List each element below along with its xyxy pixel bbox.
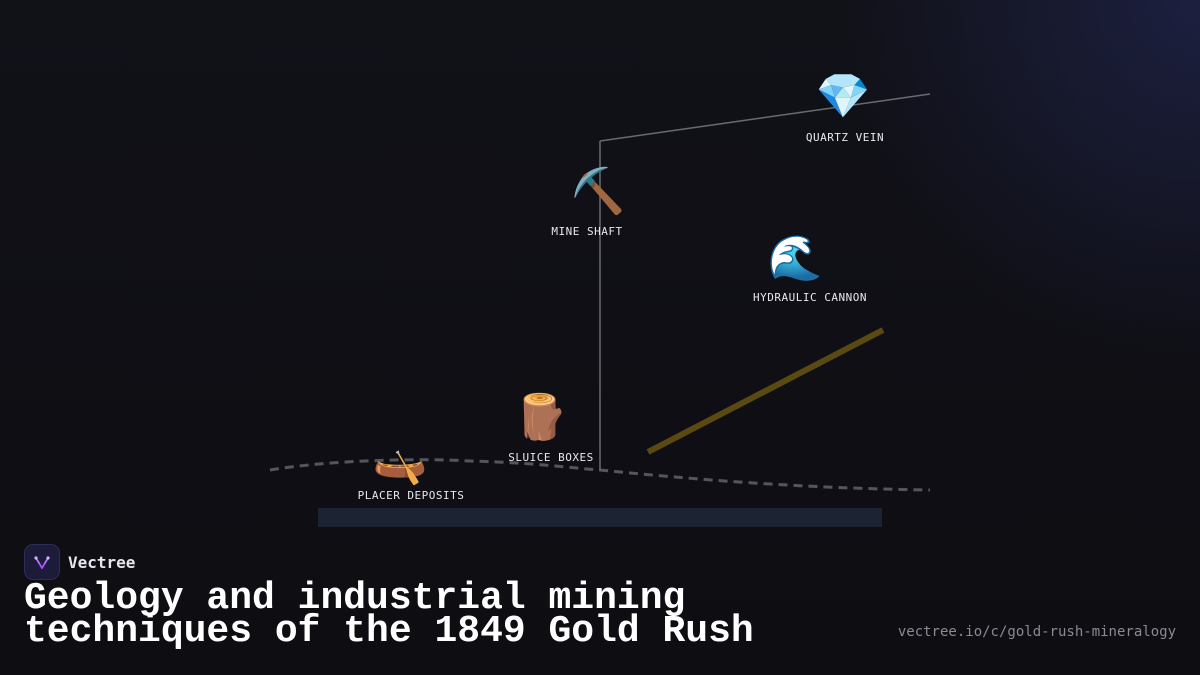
node-label-sluice-boxes: SLUICE BOXES bbox=[508, 451, 594, 464]
node-label-mine-shaft: MINE SHAFT bbox=[551, 225, 623, 238]
page-title: Geology and industrial mining techniques… bbox=[24, 577, 754, 653]
vectree-logo-icon bbox=[24, 544, 60, 580]
quartz-vein-line bbox=[599, 93, 931, 142]
brand: Vectree bbox=[24, 544, 135, 580]
node-label-quartz-vein: QUARTZ VEIN bbox=[805, 131, 885, 144]
hydraulic-cannon-beam bbox=[646, 327, 885, 455]
terrain-surface-line bbox=[269, 458, 931, 492]
gem-icon: 💎 bbox=[815, 71, 871, 122]
bedrock-layer bbox=[318, 508, 882, 527]
wood-log-icon: 🪵 bbox=[513, 392, 569, 443]
node-label-hydraulic-cannon: HYDRAULIC CANNON bbox=[753, 291, 867, 304]
node-label-placer-deposits: PLACER DEPOSITS bbox=[357, 489, 465, 502]
source-url[interactable]: vectree.io/c/gold-rush-mineralogy bbox=[897, 624, 1176, 640]
water-wave-icon: 🌊 bbox=[767, 233, 823, 284]
pickaxe-icon: ⛏️ bbox=[570, 166, 626, 217]
brand-name: Vectree bbox=[68, 552, 136, 572]
canoe-icon: 🛶 bbox=[372, 436, 428, 487]
